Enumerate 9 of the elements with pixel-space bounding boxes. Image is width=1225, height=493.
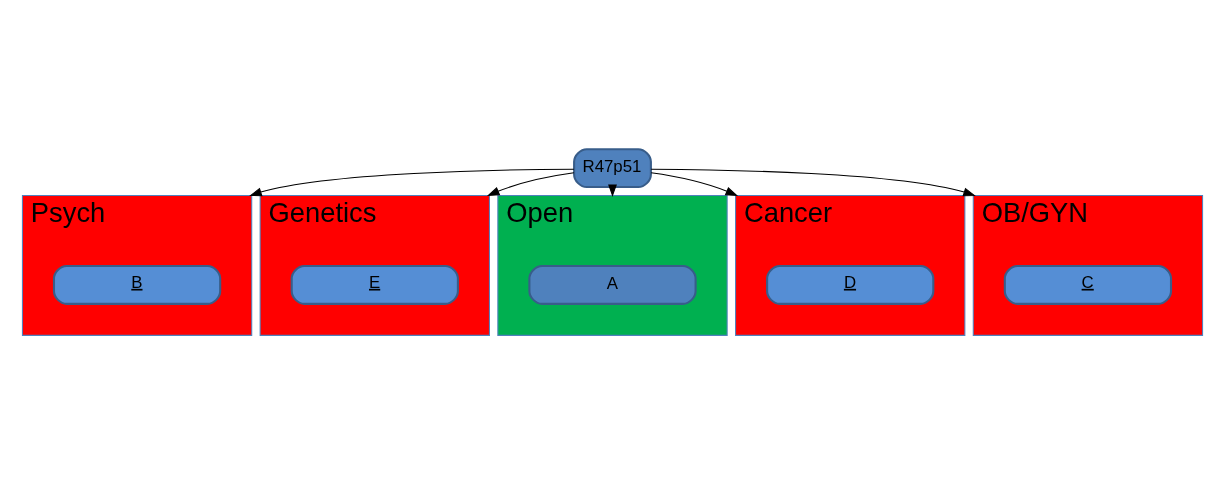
node-box: D (766, 264, 935, 305)
arrow (650, 168, 976, 197)
node-box: E (290, 264, 459, 305)
node-box: C (1003, 264, 1173, 305)
node-box: B (52, 264, 222, 305)
arrow (486, 172, 575, 197)
node-box: A (528, 264, 697, 305)
arrow (650, 172, 739, 197)
arrow (249, 168, 575, 197)
